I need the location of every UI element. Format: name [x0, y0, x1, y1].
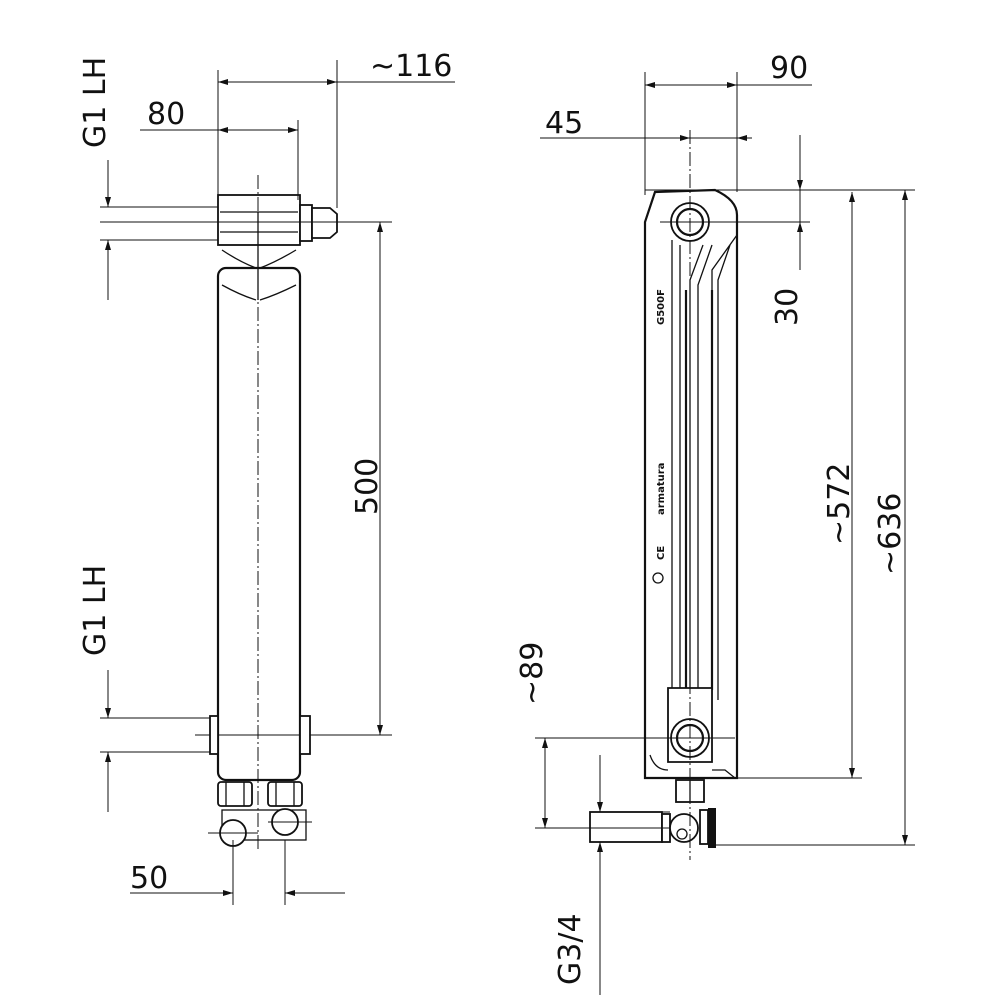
bottom-left-stub	[209, 715, 219, 755]
brand-marking: armatura	[656, 463, 667, 515]
dim-connection-spacing: 50	[130, 861, 168, 896]
radiator-body	[216, 266, 302, 782]
thread-valve-label: G3/4	[553, 913, 588, 985]
dim-half-depth: 45	[545, 106, 583, 141]
thread-top-label: G1 LH	[78, 57, 113, 148]
dim-axis-height: 500	[350, 458, 385, 515]
model-marking: G500F	[656, 289, 667, 325]
dim-height-total: ~636	[873, 493, 908, 575]
ce-marking: CE	[656, 546, 667, 560]
thread-bottom-label: G1 LH	[78, 565, 113, 656]
top-plug	[311, 207, 338, 239]
dim-width-total: ~116	[370, 49, 452, 84]
side-valve	[589, 779, 716, 848]
dim-height-body: ~572	[822, 463, 857, 545]
top-nut	[299, 204, 313, 242]
fin-lines	[671, 234, 738, 700]
side-view: G500F armatura CE 90 45 30	[515, 51, 915, 995]
header-detail	[220, 211, 298, 301]
top-header	[217, 194, 301, 246]
dim-top-offset: 30	[770, 288, 805, 326]
bottom-valve	[208, 781, 312, 847]
dim-bottom-offset: ~89	[515, 642, 550, 705]
bottom-right-plug	[299, 715, 311, 755]
front-view: ~116 80 500 G1 LH G1 LH 50	[78, 49, 455, 905]
dim-width: 80	[147, 97, 185, 132]
dim-depth: 90	[770, 51, 808, 86]
certification-icon	[652, 572, 664, 584]
radiator-side-body	[643, 188, 739, 780]
